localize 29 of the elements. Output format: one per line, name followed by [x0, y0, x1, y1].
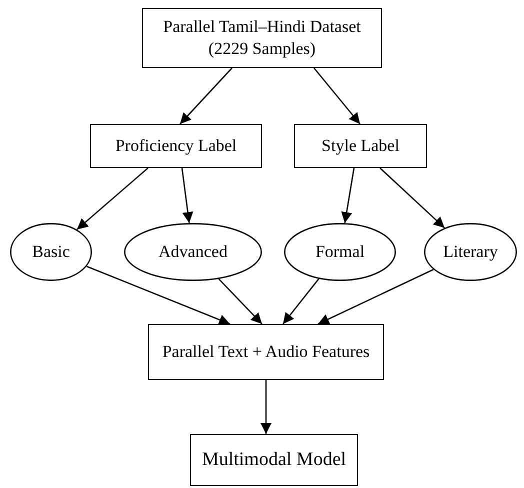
arrow: [218, 278, 262, 324]
arrow: [76, 168, 148, 230]
category-ellipse: [124, 223, 262, 281]
process-box: [142, 8, 382, 68]
arrow: [341, 168, 355, 224]
category-ellipse: [424, 223, 517, 281]
node-label: Multimodal Model: [202, 448, 346, 472]
node-label: Style Label: [322, 134, 400, 157]
arrow: [86, 266, 230, 325]
process-box: [190, 434, 358, 486]
process-box: [294, 124, 427, 168]
arrow: [380, 168, 445, 228]
node-label: Proficiency Label: [115, 134, 237, 157]
node-label: Parallel Tamil–Hindi Dataset (2229 Samples): [162, 16, 362, 60]
process-box: [148, 324, 384, 380]
node-label: Parallel Text + Audio Features: [162, 340, 370, 363]
arrow: [318, 268, 434, 325]
category-ellipse: [284, 223, 396, 281]
arrow: [260, 380, 272, 434]
arrow: [314, 68, 360, 124]
node-label: Basic: [32, 240, 70, 263]
node-label: Advanced: [158, 240, 228, 263]
process-box: [90, 124, 262, 168]
arrow: [180, 68, 232, 124]
category-ellipse: [10, 223, 92, 281]
node-label: Formal: [315, 240, 365, 263]
arrow: [282, 278, 320, 324]
arrow: [181, 168, 194, 224]
node-label: Literary: [443, 240, 498, 263]
